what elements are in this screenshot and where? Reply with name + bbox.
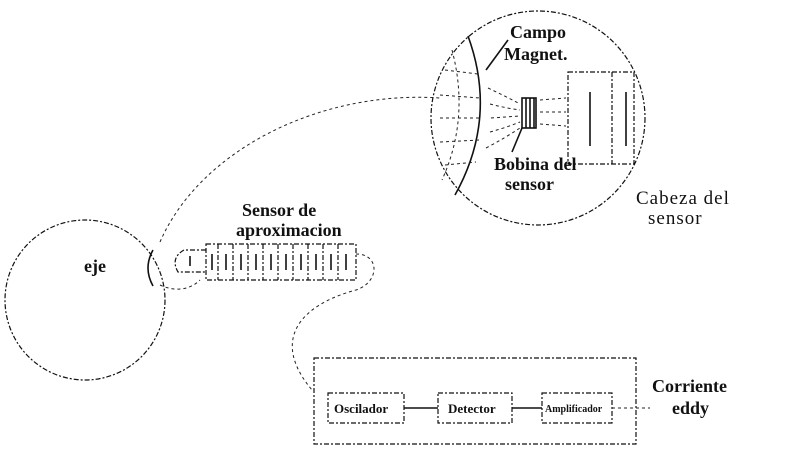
zoom-connector-top: [159, 96, 441, 243]
bobina-label-line1: Bobina del: [494, 154, 577, 174]
sensor-label-line2: aproximacion: [236, 220, 342, 240]
zoom-shaft-surface: [454, 35, 482, 196]
corriente-label-line2: eddy: [672, 398, 709, 418]
oscilador-label: Oscilador: [334, 401, 388, 416]
cabeza-label-line2: sensor: [648, 208, 703, 229]
magnetic-field-lines: [439, 69, 567, 166]
sensor-label-line1: Sensor de: [242, 200, 316, 220]
bobina-pointer: [511, 127, 523, 153]
amplificador-label: Amplificador: [545, 404, 603, 415]
cabeza-label-line1: Cabeza del: [636, 188, 730, 209]
zoom-circle: [430, 10, 646, 226]
detector-label: Detector: [448, 401, 496, 416]
campo-label-line1: Campo: [510, 22, 566, 42]
sensor-cable: [291, 253, 375, 391]
shaft-label: eje: [84, 256, 106, 276]
zoom-connector-bottom: [159, 279, 201, 290]
shaft-circle: [4, 219, 166, 381]
sensor-coil: [521, 97, 537, 129]
zoom-shaft-inner: [441, 49, 460, 181]
probe-tip: [174, 249, 206, 273]
shaft-gap-arc: [147, 249, 154, 287]
sensor-head-block: [567, 71, 635, 165]
electronics-enclosure: [313, 357, 637, 445]
bobina-label-line2: sensor: [505, 174, 554, 194]
corriente-label-line1: Corriente: [652, 376, 727, 396]
proximity-sensor-body: [205, 243, 357, 281]
campo-pointer: [485, 39, 509, 71]
campo-label-line2: Magnet.: [504, 44, 567, 64]
